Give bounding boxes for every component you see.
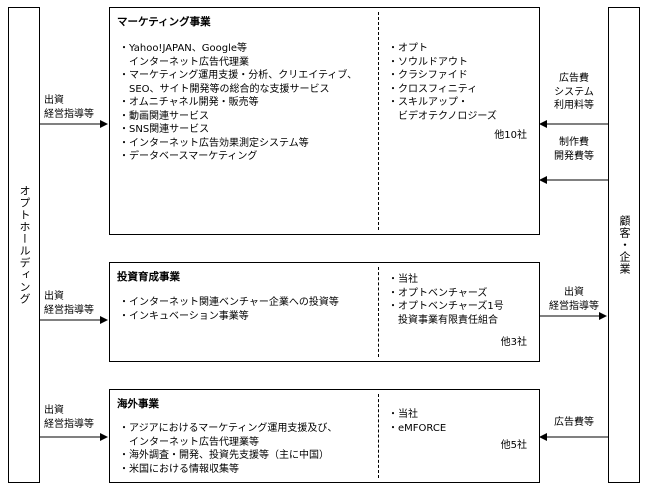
segment-title: マーケティング事業 [117,16,211,28]
flow-label-line: 利用料等 [554,100,594,111]
flow-label-line: 経営指導等 [549,300,599,312]
list-item: ・データベースマーケティング [119,151,258,162]
list-item: ・オプト [388,43,428,54]
list-item: ・動画関連サービス [119,110,209,122]
company-list: ・当社 ・eMFORCE [388,408,446,435]
segment-investment: 投資育成事業 ・インターネット関連ベンチャー企業への投資等 ・インキュベーション… [109,262,540,362]
holding-label: オプトホールディング [18,185,31,305]
flow-label-line: 経営指導等 [44,418,94,430]
flow-label-line: 出資 [44,405,64,416]
segment-overseas: 海外事業 ・アジアにおけるマーケティング運用支援及び、 インターネット広告代理業… [109,389,540,483]
segment-divider [378,12,379,230]
flow-label-line: システム [554,86,594,98]
list-item: ・海外調査・開発、投資先支援等（主に中国） [119,450,329,461]
flow-label-line: 広告費等 [554,417,594,428]
list-item: インターネット広告代理業等 [119,436,259,448]
customer-label: 顧客・企業 [618,215,631,275]
other-companies: 他5社 [500,440,527,451]
flow-label-ad-system: 広告費 システム 利用料等 [544,72,604,113]
flow-label-holding-investment: 出資 経営指導等 [44,290,94,317]
list-item: ・当社 [388,274,418,285]
other-companies: 他3社 [500,337,527,348]
service-list: ・Yahoo!JAPAN、Google等 インターネット広告代理業 ・マーケティ… [119,42,357,164]
list-item: ・eMFORCE [388,422,447,434]
flow-label-ad-fee: 広告費等 [544,416,604,430]
flow-label-holding-overseas: 出資 経営指導等 [44,404,94,431]
segment-title: 海外事業 [117,398,159,410]
list-item: ・当社 [388,409,418,420]
flow-label-line: 経営指導等 [44,108,94,120]
flow-label-production: 制作費 開発費等 [544,136,604,163]
list-item: 投資事業有限責任組合 [388,314,498,326]
list-item: ・クロスフィニティ [388,83,478,95]
list-item: ・インターネット関連ベンチャー企業への投資等 [119,297,339,308]
flow-label-investment: 出資 経営指導等 [542,286,606,313]
list-item: ・ソウルドアウト [388,56,468,68]
list-item: ・スキルアップ・ [388,97,468,108]
flow-label-holding-marketing: 出資 経営指導等 [44,94,94,121]
company-list: ・オプト ・ソウルドアウト ・クラシファイド ・クロスフィニティ ・スキルアップ… [388,42,497,123]
list-item: ・オムニチャネル開発・販売等 [119,97,259,108]
list-item: ・インターネット広告効果測定システム等 [119,137,309,149]
list-item: ・オプトベンチャーズ [388,287,488,299]
flow-label-line: 制作費 [559,137,589,148]
flow-label-line: 出資 [44,95,64,106]
list-item: インターネット広告代理業 [119,56,249,68]
flow-label-line: 開発費等 [554,150,594,162]
flow-label-line: 広告費 [559,73,589,84]
company-list: ・当社 ・オプトベンチャーズ ・オプトベンチャーズ1号 投資事業有限責任組合 [388,273,504,327]
other-companies: 他10社 [494,130,527,141]
flow-label-line: 経営指導等 [44,304,94,316]
list-item: SEO、サイト開発等の総合的な支援サービス [119,83,330,95]
list-item: ・米国における情報収集等 [119,463,239,475]
list-item: ・クラシファイド [388,70,468,81]
segment-divider [378,394,379,478]
list-item: ・インキュベーション事業等 [119,310,249,322]
list-item: ・オプトベンチャーズ1号 [388,301,504,312]
service-list: ・インターネット関連ベンチャー企業への投資等 ・インキュベーション事業等 [119,296,339,323]
flow-label-line: 出資 [44,291,64,302]
list-item: ・SNS関連サービス [119,124,210,135]
segment-divider [378,267,379,357]
segment-marketing: マーケティング事業 ・Yahoo!JAPAN、Google等 インターネット広告… [109,7,540,235]
service-list: ・アジアにおけるマーケティング運用支援及び、 インターネット広告代理業等 ・海外… [119,422,337,476]
list-item: ・マーケティング運用支援・分析、クリエイティブ、 [119,70,358,81]
list-item: ビデオテクノロジーズ [388,110,497,122]
list-item: ・Yahoo!JAPAN、Google等 [119,43,248,54]
customer-box: 顧客・企業 [608,7,640,483]
list-item: ・アジアにおけるマーケティング運用支援及び、 [119,423,338,434]
segment-title: 投資育成事業 [117,271,180,283]
flow-label-line: 出資 [564,287,584,298]
holding-box: オプトホールディング [8,7,40,483]
